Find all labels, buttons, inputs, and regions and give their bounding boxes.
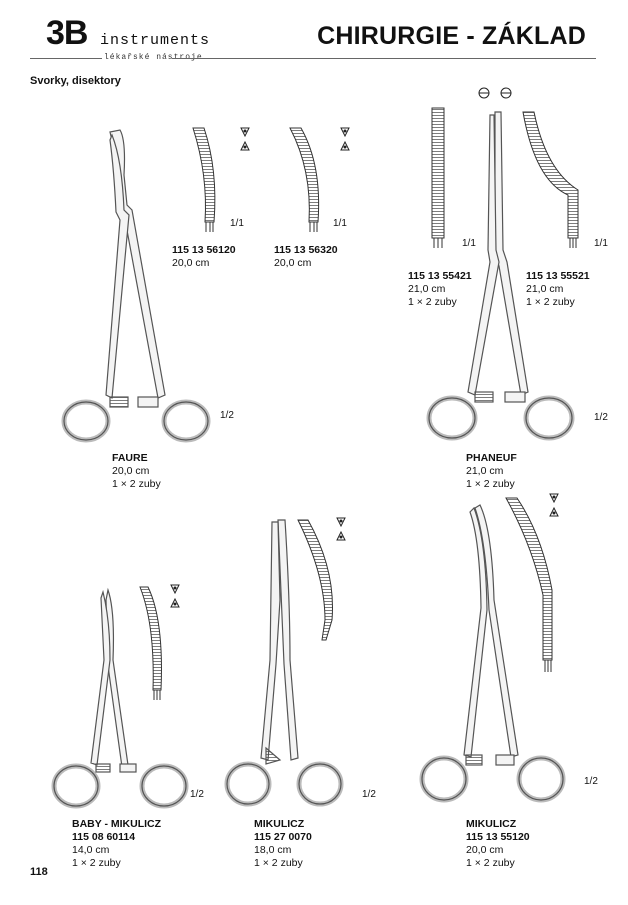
product-length: 20,0 cm bbox=[112, 465, 150, 477]
product-label-faure: FAURE 20,0 cm 1 × 2 zuby bbox=[112, 452, 161, 491]
tip-detail-56320 bbox=[289, 127, 320, 232]
scale-label: 1/2 bbox=[190, 789, 204, 800]
product-length: 21,0 cm bbox=[526, 283, 564, 295]
tip-detail-55521 bbox=[522, 111, 579, 248]
product-teeth: 1 × 2 zuby bbox=[466, 857, 515, 869]
product-code: 115 27 0070 bbox=[254, 831, 312, 843]
scale-label: 1/2 bbox=[584, 776, 598, 787]
product-code: 115 08 60114 bbox=[72, 831, 136, 843]
scale-label: 1/2 bbox=[362, 789, 376, 800]
product-length: 14,0 cm bbox=[72, 844, 110, 856]
scale-label: 1/1 bbox=[333, 218, 347, 229]
product-code: 115 13 55421 bbox=[408, 270, 472, 282]
product-code: 115 13 55120 bbox=[466, 831, 530, 843]
tip-detail-mikulicz-0070 bbox=[297, 519, 333, 641]
product-teeth: 1 × 2 zuby bbox=[408, 296, 457, 308]
product-teeth: 1 × 2 zuby bbox=[72, 857, 121, 869]
header-rule-right bbox=[172, 58, 596, 59]
product-length: 20,0 cm bbox=[466, 844, 504, 856]
logo-wordmark: instruments bbox=[100, 32, 211, 49]
header-rule-left bbox=[30, 58, 102, 59]
scale-label: 1/1 bbox=[594, 238, 608, 249]
section-title: Svorky, disektory bbox=[30, 75, 121, 87]
product-name: PHANEUF bbox=[466, 452, 517, 464]
product-name: MIKULICZ bbox=[254, 818, 305, 830]
faure-forceps-drawing bbox=[61, 129, 211, 443]
product-label-56120: 115 13 56120 20,0 cm bbox=[172, 244, 236, 270]
scale-label: 1/1 bbox=[230, 218, 244, 229]
product-name: FAURE bbox=[112, 452, 148, 464]
mikulicz-0070-forceps-drawing bbox=[224, 519, 344, 807]
baby-mikulicz-forceps-drawing bbox=[51, 587, 189, 809]
tip-detail-mikulicz-55120 bbox=[505, 497, 553, 672]
tip-detail-baby-mikulicz bbox=[139, 586, 162, 700]
product-teeth: 1 × 2 zuby bbox=[112, 478, 161, 490]
product-length: 20,0 cm bbox=[274, 257, 312, 269]
page-title: CHIRURGIE - ZÁKLAD bbox=[317, 22, 586, 50]
scale-label: 1/2 bbox=[594, 412, 608, 423]
product-length: 21,0 cm bbox=[466, 465, 504, 477]
product-teeth: 1 × 2 zuby bbox=[254, 857, 303, 869]
product-length: 20,0 cm bbox=[172, 257, 210, 269]
logo-mark: 3B bbox=[46, 14, 88, 52]
product-label-56320: 115 13 56320 20,0 cm bbox=[274, 244, 338, 270]
product-label-55421: 115 13 55421 21,0 cm 1 × 2 zuby bbox=[408, 270, 472, 309]
product-label-mikulicz-55120: MIKULICZ 115 13 55120 20,0 cm 1 × 2 zuby bbox=[466, 818, 530, 870]
product-label-baby-mikulicz: BABY - MIKULICZ 115 08 60114 14,0 cm 1 ×… bbox=[72, 818, 161, 870]
product-code: 115 13 56120 bbox=[172, 244, 236, 256]
product-label-mikulicz-0070: MIKULICZ 115 27 0070 18,0 cm 1 × 2 zuby bbox=[254, 818, 312, 870]
product-length: 21,0 cm bbox=[408, 283, 446, 295]
product-teeth: 1 × 2 zuby bbox=[526, 296, 575, 308]
scale-label: 1/1 bbox=[462, 238, 476, 249]
product-code: 115 13 55521 bbox=[526, 270, 590, 282]
product-teeth: 1 × 2 zuby bbox=[466, 478, 515, 490]
product-name: MIKULICZ bbox=[466, 818, 517, 830]
closure-direction-icons bbox=[478, 87, 512, 99]
page-number: 118 bbox=[30, 866, 48, 878]
product-code: 115 13 56320 bbox=[274, 244, 338, 256]
mikulicz-55120-forceps-drawing bbox=[419, 504, 566, 803]
tip-detail-55421 bbox=[431, 107, 445, 248]
product-length: 18,0 cm bbox=[254, 844, 292, 856]
phaneuf-forceps-drawing bbox=[426, 111, 575, 441]
logo-subtitle: lékařské nástroje bbox=[104, 53, 203, 62]
product-label-55521: 115 13 55521 21,0 cm 1 × 2 zuby bbox=[526, 270, 590, 309]
tip-detail-56120 bbox=[192, 127, 216, 232]
product-label-phaneuf: PHANEUF 21,0 cm 1 × 2 zuby bbox=[466, 452, 517, 491]
product-name: BABY - MIKULICZ bbox=[72, 818, 162, 830]
scale-label: 1/2 bbox=[220, 410, 234, 421]
